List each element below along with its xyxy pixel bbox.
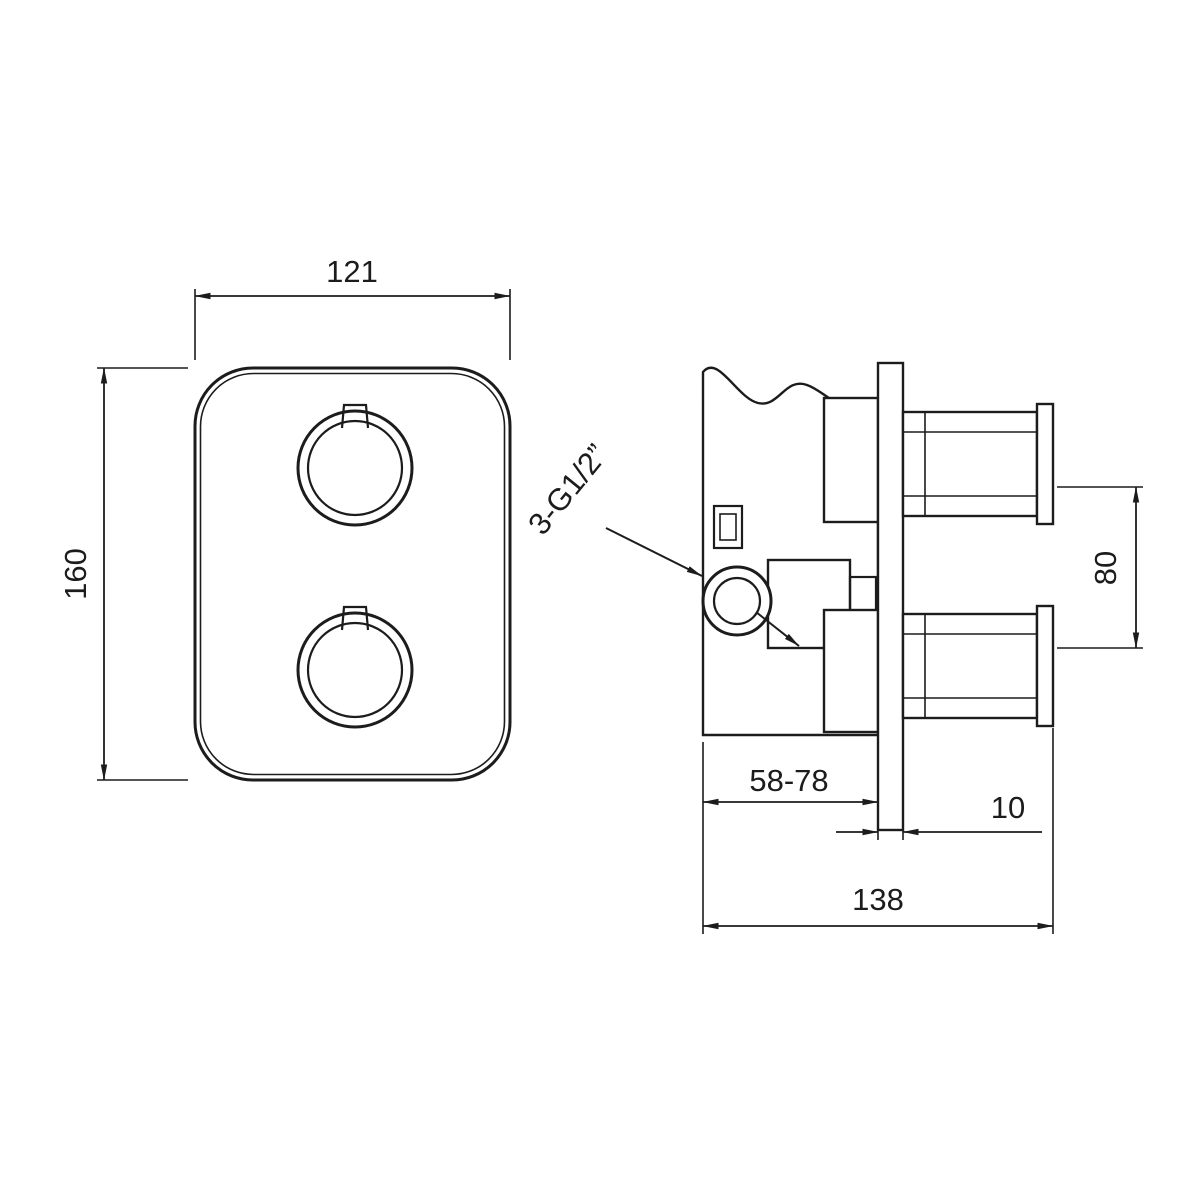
port-spacing-label: 80 bbox=[1088, 551, 1123, 585]
faceplate-outline bbox=[193, 366, 512, 782]
upper-knob-inner-ring bbox=[306, 419, 404, 517]
dimension-port-spacing: 80 bbox=[1057, 486, 1143, 649]
depth-range-label: 58-78 bbox=[749, 763, 828, 798]
lower-knob-inner-ring bbox=[306, 621, 404, 719]
lower-pipe-cap bbox=[1035, 604, 1055, 728]
mounting-lug-slot bbox=[719, 513, 737, 541]
height-label: 160 bbox=[58, 548, 93, 600]
upper-knob-notch bbox=[340, 403, 370, 429]
lower-cartridge bbox=[822, 608, 880, 734]
lower-knob-outer-ring bbox=[296, 611, 414, 729]
dimension-depth-range: 58-78 bbox=[702, 742, 879, 934]
upper-pipe bbox=[901, 402, 1055, 526]
dimension-plate-thickness: 10 bbox=[836, 790, 1042, 840]
mounting-lug bbox=[712, 504, 744, 550]
upper-cartridge bbox=[822, 396, 880, 524]
front-view: 121 160 bbox=[58, 254, 512, 782]
dimension-height: 160 bbox=[58, 367, 188, 781]
lower-knob bbox=[296, 605, 414, 729]
upper-knob-outer-ring bbox=[296, 409, 414, 527]
upper-knob bbox=[296, 403, 414, 527]
thread-label: 3-G1/2” bbox=[521, 438, 614, 542]
side-view: 3-G1/2” 80 58-78 10 138 bbox=[521, 361, 1143, 934]
upper-pipe-cap bbox=[1035, 402, 1055, 526]
lower-knob-notch bbox=[340, 605, 370, 631]
plate-thickness-label: 10 bbox=[991, 790, 1025, 825]
wall-plate bbox=[876, 361, 905, 832]
width-label: 121 bbox=[326, 254, 378, 289]
faceplate-inner-edge bbox=[199, 372, 506, 776]
dimension-overall-depth: 138 bbox=[702, 728, 1054, 934]
inlet-port-bore bbox=[712, 576, 762, 626]
lower-pipe bbox=[901, 604, 1055, 728]
dimension-width: 121 bbox=[194, 254, 511, 360]
overall-depth-label: 138 bbox=[852, 882, 904, 917]
